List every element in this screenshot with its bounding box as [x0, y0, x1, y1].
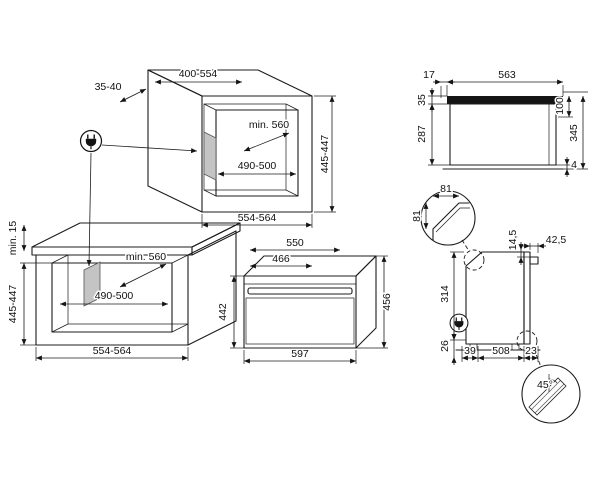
dim-label-section-lower-height: 287 [416, 125, 428, 143]
dim-base-width: 554-564 [35, 344, 189, 361]
dim-label-oven-depth-body: 466 [272, 253, 290, 265]
socket-leader-line [101, 144, 198, 154]
dim-label-tall-side-clearance: 35-40 [95, 81, 122, 93]
dim-label-section-total-height: 345 [568, 124, 580, 142]
oven-outline [243, 255, 377, 349]
detail-leader-line [461, 239, 470, 252]
oven-handle-profile [529, 256, 539, 265]
dim-oven-height-total: 456 [356, 255, 395, 349]
dim-oven-depth-body: 466 [249, 252, 313, 269]
dim-base-niche-width: 490-500 [60, 289, 168, 307]
tall-cabinet-outline [147, 69, 313, 213]
dim-label-base-top-clearance: min. 15 [7, 221, 19, 256]
dim-side-bottom-chain: 39 508 23 [461, 344, 538, 362]
dim-section-total-height: 345 [567, 96, 586, 169]
dim-label-corner-chamfer-width: 81 [440, 183, 452, 195]
side-section-view: 14,5 42,5 314 26 [438, 228, 568, 368]
dim-tall-niche-width: 490-500 [218, 159, 297, 177]
dim-label-side-door-depth: 42,5 [546, 234, 567, 246]
dim-label-side-plinth-height: 26 [439, 340, 451, 352]
dim-label-corner-chamfer-height: 81 [411, 210, 423, 222]
detail-locator-circle [463, 249, 485, 271]
dim-label-section-width: 563 [498, 69, 516, 81]
dim-label-base-niche-width: 490-500 [95, 290, 134, 302]
dim-side-plinth-height: 26 [438, 332, 457, 365]
vertical-section-view: 17 563 35 287 100 345 4 [415, 68, 588, 177]
tall-cabinet-view: 400-554 35-40 min. 560 490-500 554-564 4… [93, 67, 336, 228]
detail-locator-circle [516, 330, 538, 352]
oven-door-profile [523, 251, 531, 345]
dim-oven-height-front: 442 [216, 275, 244, 349]
power-socket-icon [79, 129, 103, 153]
dim-side-top-inset: 14,5 [506, 228, 524, 265]
dim-label-oven-height-total: 456 [381, 293, 393, 311]
dim-section-lower-height: 287 [415, 104, 435, 165]
socket-area-panel [203, 131, 217, 181]
dim-label-side-rear-gap: 23 [525, 345, 537, 357]
dim-label-tall-niche-height: 445-447 [319, 135, 331, 174]
oven-handle [247, 287, 353, 295]
dim-section-front-offset: 17 [422, 68, 455, 85]
dim-label-side-body-depth: 508 [492, 345, 510, 357]
plinth-angle-detail-view: 45° [521, 364, 581, 424]
socket-leader-line [86, 152, 92, 267]
worktop-bar [447, 96, 563, 104]
dim-oven-width: 597 [243, 347, 357, 364]
dim-label-base-niche-depth: min. 560 [126, 251, 166, 263]
dim-label-tall-niche-width: 490-500 [238, 160, 277, 172]
dim-section-width: 563 [446, 68, 563, 85]
corner-detail-view: 81 81 [410, 182, 476, 252]
dim-tall-bottom-width: 554-564 [201, 211, 313, 228]
power-socket-icon [449, 313, 469, 333]
base-cabinet-view: min. 15 445-447 min. 560 490-500 554-564 [6, 219, 241, 361]
dim-base-niche-depth: min. 560 [119, 250, 168, 288]
hatched-chamfer-band [528, 377, 567, 416]
dim-label-side-upper-height: 314 [439, 285, 451, 303]
dim-label-oven-width: 597 [291, 348, 309, 360]
dim-oven-depth-total: 550 [249, 236, 341, 253]
dim-corner-chamfer-width: 81 [432, 182, 460, 199]
detail-circle [521, 364, 581, 424]
dim-section-top-thickness: 35 [415, 88, 435, 112]
dim-label-oven-depth-total: 550 [286, 237, 304, 249]
dim-section-vent-height: 100 [553, 96, 572, 117]
dim-label-tall-bottom-width: 554-564 [238, 212, 277, 224]
dim-tall-top-width: 400-554 [155, 67, 242, 85]
dim-label-section-vent-height: 100 [554, 97, 566, 115]
dim-tall-niche-height: 445-447 [314, 95, 336, 213]
detail-circle [420, 190, 476, 246]
dim-label-tall-niche-depth: min. 560 [249, 119, 289, 131]
dim-side-door-depth: 42,5 [522, 233, 568, 253]
dim-label-plinth-angle: 45° [537, 379, 553, 391]
dim-label-base-niche-height: 445-447 [7, 285, 19, 324]
dim-section-bottom-gap: 4 [564, 157, 579, 177]
dim-label-tall-top-width: 400-554 [179, 68, 218, 80]
dim-label-base-width: 554-564 [93, 345, 132, 357]
dim-tall-side-clearance: 35-40 [93, 80, 147, 103]
dim-base-top-clearance: min. 15 [6, 219, 27, 257]
dim-label-side-top-inset: 14,5 [507, 230, 519, 251]
base-cabinet-outline [31, 222, 241, 346]
power-socket-callout [79, 129, 198, 267]
oven-view: 550 466 442 456 597 [216, 236, 395, 364]
section-outline [428, 85, 588, 170]
socket-area-panel [83, 261, 101, 307]
dim-label-section-top-thickness: 35 [416, 94, 428, 106]
dim-tall-niche-depth: min. 560 [243, 118, 291, 152]
dim-corner-chamfer-height: 81 [410, 203, 429, 229]
dim-label-side-front-gap: 39 [464, 345, 476, 357]
dim-label-section-bottom-gap: 4 [571, 159, 577, 171]
dim-side-upper-height: 314 [438, 251, 466, 341]
side-view-outline [455, 251, 541, 351]
dim-label-oven-height-front: 442 [217, 303, 229, 321]
oven-door [245, 297, 355, 345]
dim-label-section-front-offset: 17 [423, 69, 435, 81]
dim-base-niche-height: 445-447 [6, 262, 52, 346]
